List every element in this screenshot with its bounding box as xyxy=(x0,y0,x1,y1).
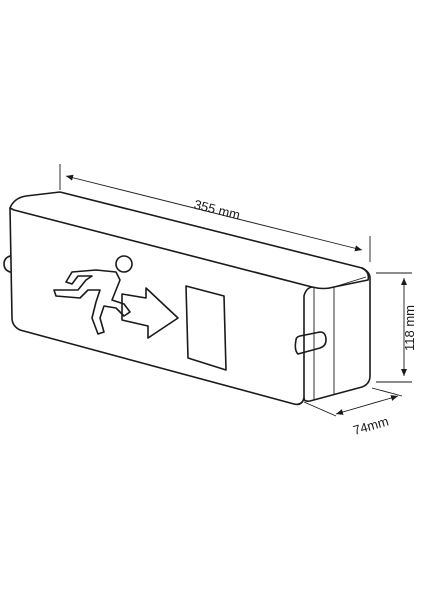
box-end-face xyxy=(303,267,371,402)
exit-sign-box xyxy=(3,191,371,406)
depth-dimension: 74mm xyxy=(303,387,403,438)
door-symbol xyxy=(185,285,227,371)
height-label: 118 mm xyxy=(402,305,417,351)
height-dimension: 118 mm xyxy=(376,272,417,383)
box-end-slot xyxy=(294,331,327,355)
arrow-right-icon xyxy=(121,287,179,339)
length-dimension: 355 mm xyxy=(59,164,371,262)
box-front-face xyxy=(9,207,313,406)
box-end-cap-line xyxy=(333,276,367,288)
length-label: 355 mm xyxy=(192,197,241,223)
box-left-notch xyxy=(3,255,11,273)
depth-label: 74mm xyxy=(351,413,390,437)
running-man-icon xyxy=(53,255,133,335)
box-top-ridge xyxy=(13,209,313,288)
box-top-face xyxy=(9,191,370,290)
